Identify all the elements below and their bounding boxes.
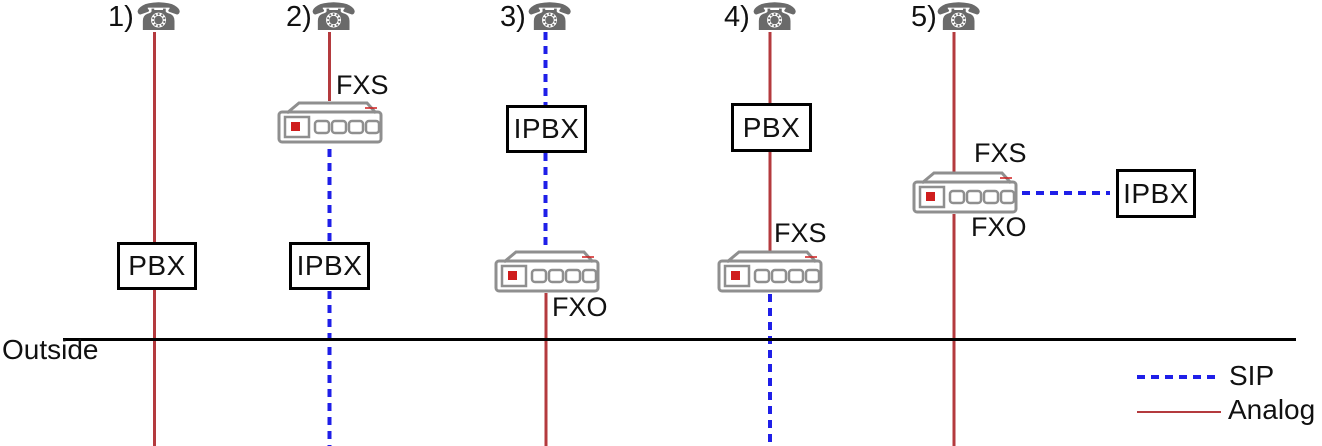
ipbx-box-s5: IPBX bbox=[1116, 169, 1196, 218]
pbx-box-s1: PBX bbox=[117, 242, 197, 290]
ipbx-box-s5-label: IPBX bbox=[1123, 177, 1189, 209]
pbx-box-s4-label: PBX bbox=[742, 111, 801, 143]
ipbx-box-s3-label: IPBX bbox=[513, 113, 580, 144]
pbx-box-s4: PBX bbox=[731, 103, 812, 152]
phone-icon: ☎ bbox=[135, 0, 183, 39]
gateway-device-s5 bbox=[912, 170, 1018, 214]
fxo-label-s5: FXO bbox=[971, 212, 1027, 242]
scenario-4-number: 4) bbox=[724, 1, 750, 33]
scenario-3-number: 3) bbox=[500, 1, 526, 33]
pbx-box-s1-label: PBX bbox=[128, 250, 186, 281]
fxs-label-s4: FXS bbox=[774, 218, 827, 248]
scenario-2-number: 2) bbox=[286, 1, 312, 33]
fxo-label-s3: FXO bbox=[552, 292, 608, 322]
legend-analog-label: Analog bbox=[1228, 394, 1316, 425]
ipbx-box-s2-label: IPBX bbox=[296, 250, 363, 281]
fxs-label-s5: FXS bbox=[974, 138, 1027, 168]
scenario-5-number: 5) bbox=[911, 1, 937, 33]
scenario-1-number: 1) bbox=[108, 1, 134, 33]
ipbx-box-s3: IPBX bbox=[506, 105, 587, 153]
gateway-device-s4 bbox=[717, 249, 823, 293]
phone-icon: ☎ bbox=[751, 0, 799, 39]
gateway-device-s3 bbox=[494, 249, 600, 293]
phone-icon: ☎ bbox=[935, 0, 983, 39]
fxs-label-s2: FXS bbox=[336, 70, 389, 100]
ipbx-box-s2: IPBX bbox=[289, 242, 370, 290]
legend-sip-label: SIP bbox=[1229, 360, 1275, 391]
gateway-device-s2 bbox=[277, 100, 383, 144]
phone-icon: ☎ bbox=[310, 0, 358, 39]
phone-icon: ☎ bbox=[526, 0, 574, 39]
outside-label: Outside bbox=[2, 334, 99, 365]
